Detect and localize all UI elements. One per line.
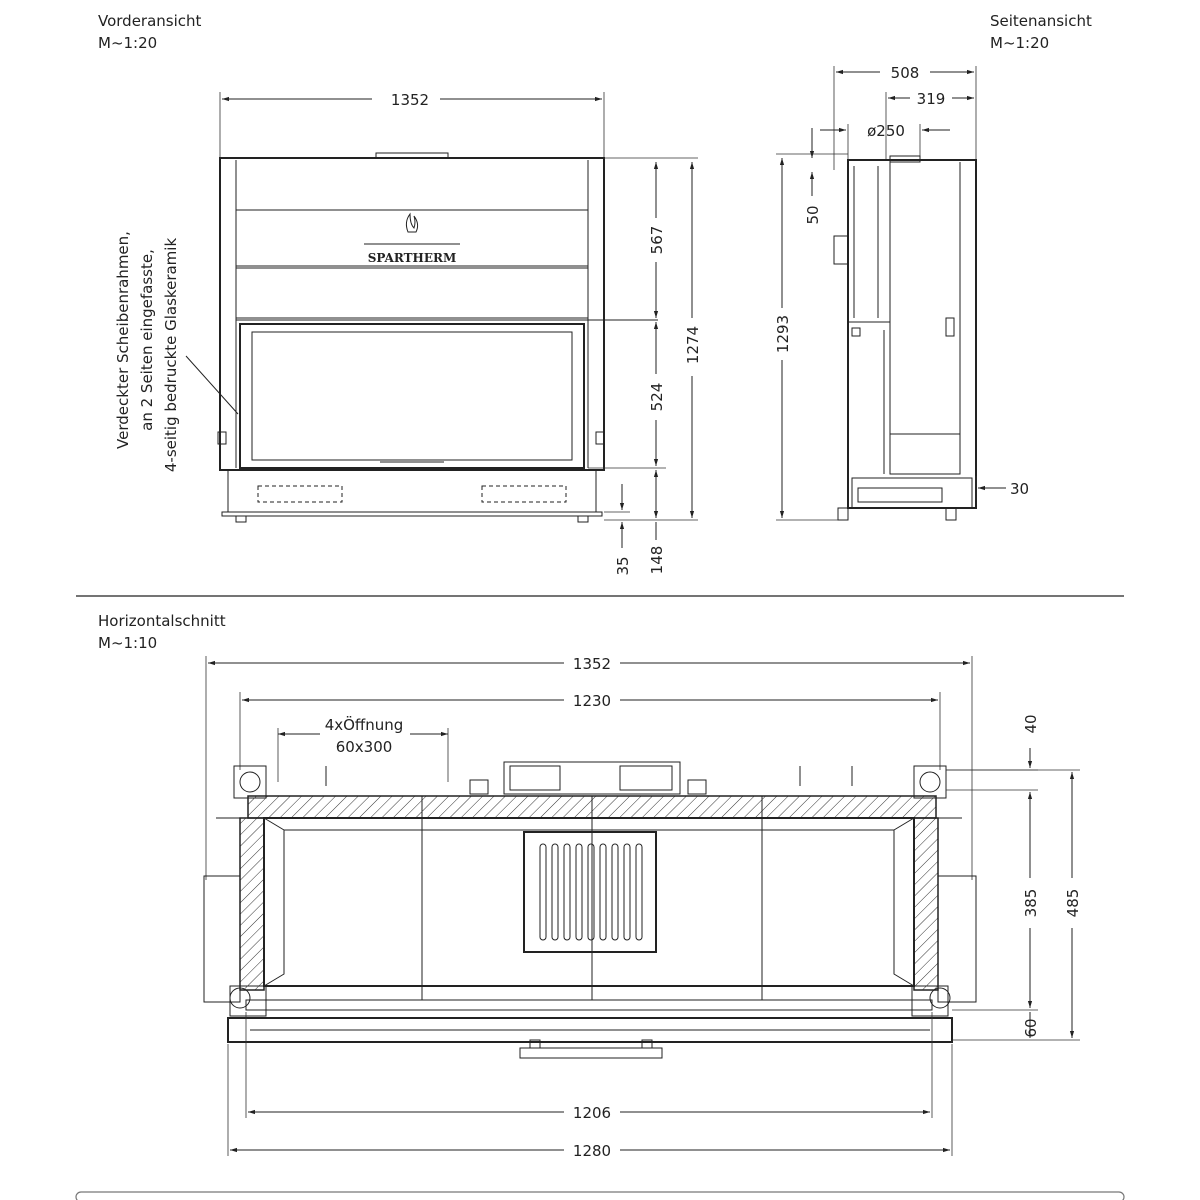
front-view: Vorderansicht M~1:20 1352 SPARTHERM	[98, 12, 702, 576]
bottom-border	[75, 1191, 1125, 1200]
grate-bars	[539, 843, 643, 941]
side-height-dim: 1293	[774, 315, 792, 353]
note-line-1: Verdeckter Scheibenrahmen,	[114, 231, 132, 449]
front-base-dim: 148	[648, 546, 666, 575]
section-1280-dim: 1280	[573, 1142, 611, 1160]
side-flue-dim: ø250	[867, 122, 905, 140]
side-bottom-dim: 30	[1010, 480, 1029, 498]
front-view-title: Vorderansicht	[98, 12, 202, 30]
section-40-dim: 40	[1022, 714, 1040, 733]
front-width-dim: 1352	[391, 91, 429, 109]
side-depth-dim: 508	[891, 64, 920, 82]
front-glass-dim: 524	[648, 383, 666, 412]
section-view-title: Horizontalschnitt	[98, 612, 226, 630]
note-line-3: 4-seitig bedruckte Glaskeramik	[162, 238, 180, 473]
front-foot-dim: 35	[614, 556, 632, 575]
brand-text: SPARTHERM	[368, 251, 457, 265]
side-view-scale: M~1:20	[990, 34, 1049, 52]
side-view-title: Seitenansicht	[990, 12, 1092, 30]
front-top-dim: 567	[648, 226, 666, 255]
side-view: Seitenansicht M~1:20 508 319 ø250 50 129…	[774, 12, 1092, 521]
front-view-scale: M~1:20	[98, 34, 157, 52]
section-385-dim: 385	[1022, 889, 1040, 918]
section-inner-dim: 1230	[573, 692, 611, 710]
openings-line-1: 4xÖffnung	[325, 715, 404, 734]
openings-line-2: 60x300	[336, 738, 393, 756]
section-outer-dim: 1352	[573, 655, 611, 673]
spartherm-logo: SPARTHERM	[364, 212, 460, 265]
side-offset-dim: 319	[917, 90, 946, 108]
section-view-scale: M~1:10	[98, 634, 157, 652]
section-1206-dim: 1206	[573, 1104, 611, 1122]
side-flue-height-dim: 50	[804, 205, 822, 224]
front-height-dim: 1274	[684, 326, 702, 364]
section-485-dim: 485	[1064, 889, 1082, 918]
note-line-2: an 2 Seiten eingefasste,	[138, 249, 156, 431]
section-view: Horizontalschnitt M~1:10 1352 1230 4xÖff…	[98, 612, 1082, 1160]
section-60-dim: 60	[1022, 1018, 1040, 1037]
